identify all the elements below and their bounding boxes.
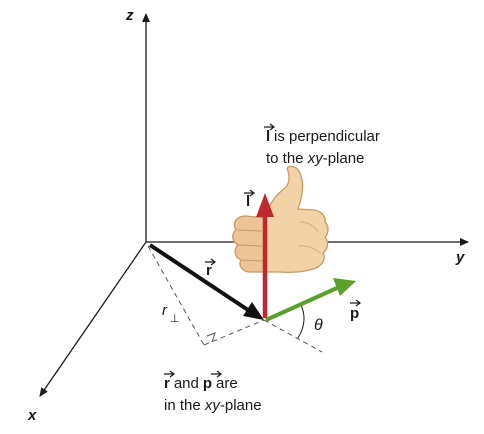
p-line-extension [203,319,265,346]
dashed-guides [147,245,323,353]
p-vector-label: p [350,305,359,322]
z-axis-label: z [125,7,134,24]
p-vector [265,278,356,322]
bottom-r-arrow-accent [164,370,175,378]
vector-labels: l r p r ⊥ [162,189,361,325]
bottom-caption-line2: in the xy-plane [164,397,262,414]
l-vector-label: l [246,193,250,210]
theta-label: θ [314,317,323,334]
top-caption-line1: is perpendicular [274,128,380,145]
r-vector [148,243,264,320]
top-caption: l is perpendicular to the xy-plane [264,123,380,167]
bottom-p-arrow-accent [211,370,222,378]
thumbs-up-hand-icon [232,165,329,274]
right-angle-marker [206,332,216,343]
r-vector-label: r [206,262,212,279]
top-caption-line2: to the xy-plane [266,150,364,167]
l-vector [256,193,274,318]
top-caption-arrow-accent [264,123,275,131]
r-arrow-accent [205,258,216,266]
x-axis [39,241,147,397]
p-arrow-accent [350,299,361,307]
theta-arc [297,302,305,339]
top-caption-line1-vec: l [266,128,270,145]
theta-reference-line [263,319,323,353]
perp-subscript: ⊥ [170,313,180,325]
l-arrow-accent [244,189,255,197]
r-perp-line [147,245,205,346]
x-axis-label: x [27,407,37,424]
r-perp-label: r [162,302,168,319]
y-axis-label: y [455,249,465,266]
axes: z y x [27,7,469,424]
